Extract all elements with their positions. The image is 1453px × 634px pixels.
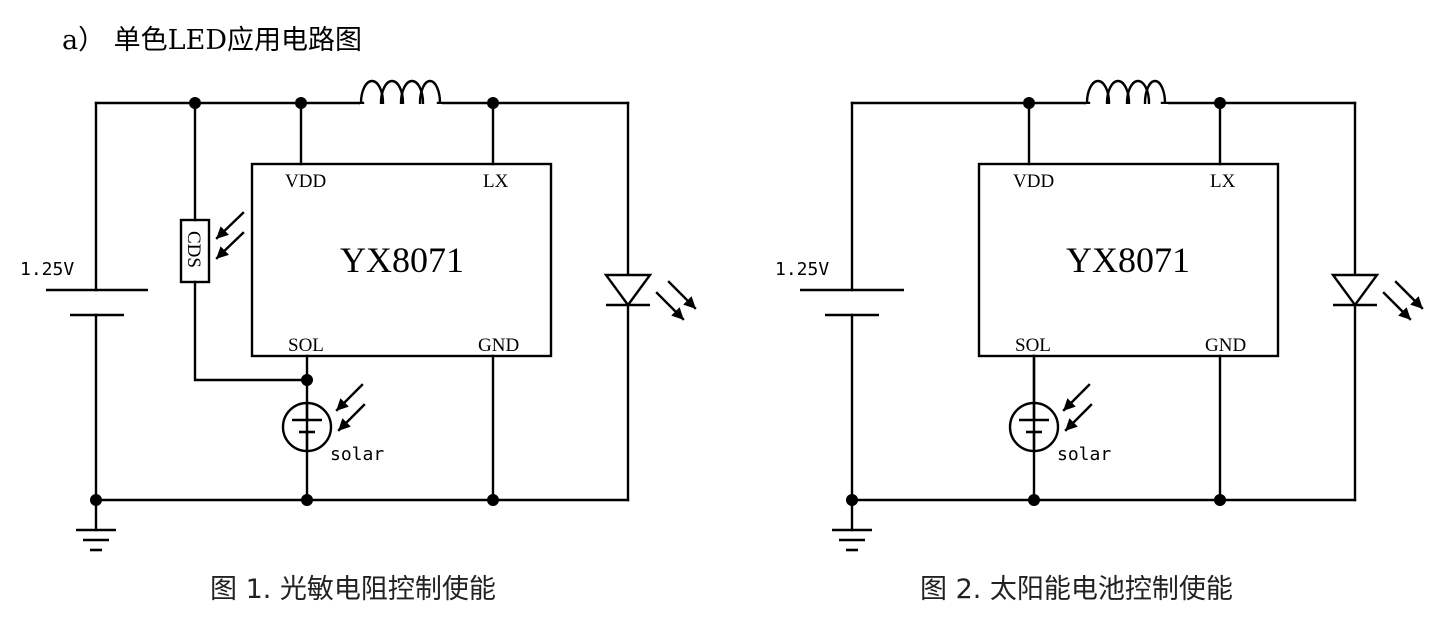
led-diode: [603, 273, 697, 321]
led-diode: [1330, 273, 1424, 321]
pin-label-gnd: GND: [1205, 335, 1246, 356]
junction-dots: [846, 97, 1226, 506]
battery-voltage-label: 1.25V: [20, 259, 74, 280]
pin-label-vdd: VDD: [285, 171, 326, 192]
junction-dots: [90, 97, 499, 506]
solar-label: solar: [330, 444, 384, 465]
battery-voltage-label: 1.25V: [775, 259, 829, 280]
pin-label-gnd: GND: [478, 335, 519, 356]
pin-label-sol: SOL: [1015, 335, 1051, 356]
figure-1-caption: 图 1. 光敏电阻控制使能: [210, 574, 496, 605]
cds-label: CDS: [183, 231, 204, 268]
chip-body: [977, 162, 1280, 358]
pin-label-lx: LX: [1210, 171, 1236, 192]
chip-label: YX8071: [1066, 240, 1190, 280]
ground-symbol: [76, 498, 116, 552]
figure-1-circuit: VDD LX SOL GND YX8071 1.25V solar CDS 图 …: [20, 79, 697, 605]
chip-body: [250, 162, 553, 358]
figure-2-caption: 图 2. 太阳能电池控制使能: [920, 574, 1233, 605]
figure-2-circuit: VDD LX SOL GND YX8071 1.25V solar 图 2. 太…: [775, 79, 1424, 605]
ground-symbol: [832, 498, 872, 552]
section-heading: a） 单色LED应用电路图: [62, 25, 362, 56]
inductor-coil: [1085, 79, 1168, 128]
inductor-coil: [359, 79, 442, 128]
solar-cell: [1008, 354, 1093, 453]
chip-label: YX8071: [340, 240, 464, 280]
solar-cell: [281, 383, 366, 453]
pin-label-sol: SOL: [288, 335, 324, 356]
cds-light-arrows: [215, 211, 245, 260]
solar-label: solar: [1057, 444, 1111, 465]
pin-label-lx: LX: [483, 171, 509, 192]
cds-bottom-wire: [193, 280, 309, 382]
pin-label-vdd: VDD: [1013, 171, 1054, 192]
